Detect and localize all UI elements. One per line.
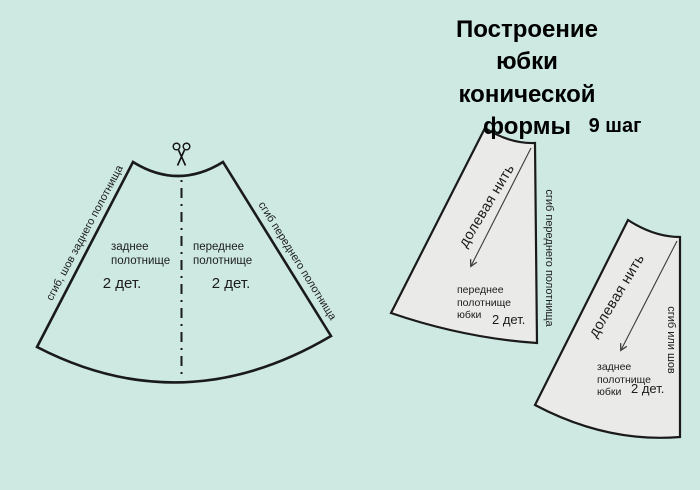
scissors-icon (172, 142, 191, 166)
back-piece-qty: 2 дет. (631, 381, 665, 396)
back-piece-edge-label: сгиб или шов (665, 306, 677, 374)
step-number: 9 шаг (588, 115, 642, 137)
combined-panel-outline (35, 160, 333, 384)
back-piece-label: заднее полотнище юбки (597, 361, 651, 399)
front-panel-qty: 2 дет. (211, 275, 251, 292)
front-piece-qty: 2 дет. (492, 312, 526, 327)
back-panel-label: заднее полотнище (111, 241, 171, 267)
front-piece-outline (389, 126, 539, 345)
page-title: Построение юбки конической формы (456, 16, 598, 141)
back-piece-outline (533, 218, 682, 439)
front-piece-edge-label: сгиб переднего полотнища (543, 189, 555, 327)
front-piece-label: переднее полотнище юбки (457, 284, 511, 322)
front-panel-label: переднее полотнище (193, 241, 253, 267)
back-grain-arrow (619, 240, 678, 352)
front-grain-arrow (469, 147, 532, 268)
back-panel-qty: 2 дет. (102, 275, 142, 292)
